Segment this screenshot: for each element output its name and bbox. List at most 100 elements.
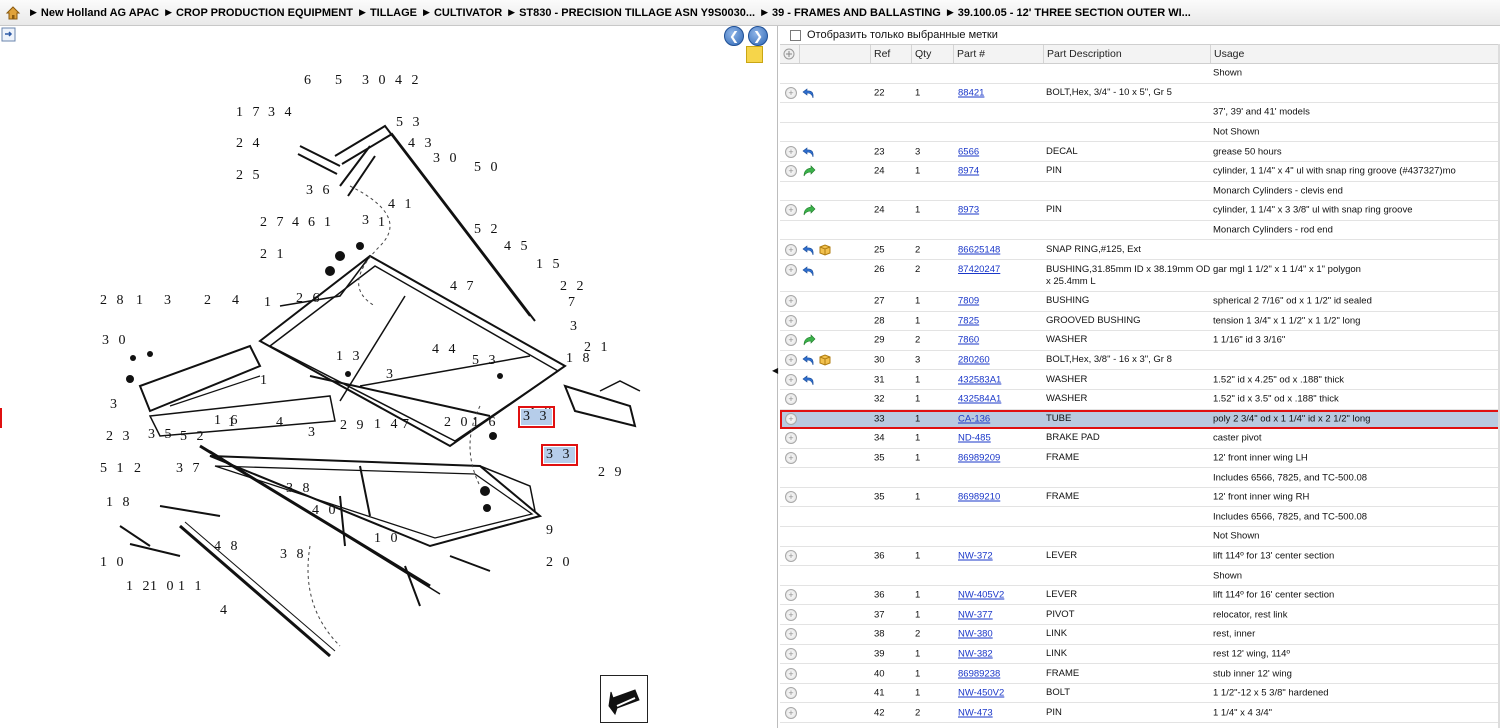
diagram-callout[interactable]: 1 <box>324 215 334 230</box>
add-to-cart-icon[interactable]: + <box>785 295 797 308</box>
diagram-callout[interactable]: 1 7 <box>236 105 263 120</box>
part-number-link[interactable]: 86989209 <box>958 452 1001 464</box>
add-to-cart-icon[interactable]: + <box>785 243 797 256</box>
diagram-callout-33[interactable]: 3 3 <box>541 444 578 466</box>
column-ref[interactable]: Ref <box>871 45 912 63</box>
diagram-callout[interactable]: 4 <box>232 293 242 308</box>
diagram-callout[interactable]: 1 8 <box>566 351 593 366</box>
diagram-callout[interactable]: 4 <box>292 215 302 230</box>
diagram-callout[interactable]: 1 8 <box>106 495 133 510</box>
diagram-callout[interactable]: 1 <box>136 293 146 308</box>
diagram-callout[interactable]: 3 <box>362 213 372 228</box>
add-to-cart-icon[interactable]: + <box>785 86 797 99</box>
splitter-handle[interactable]: ◀ <box>772 366 779 375</box>
table-row[interactable]: Shown <box>780 64 1500 84</box>
part-number-link[interactable]: 8974 <box>958 165 980 177</box>
diagram-callout[interactable]: 3 4 <box>268 105 295 120</box>
diagram-callout[interactable]: 4 5 <box>504 239 531 254</box>
breadcrumb-item[interactable]: ▶New Holland AG APAC <box>30 7 159 19</box>
part-number-link[interactable]: 86989238 <box>958 668 1001 680</box>
part-number-link[interactable]: 87420247 <box>958 263 1001 275</box>
diagram-callout[interactable]: 5 1 <box>100 461 127 476</box>
diagram-callout[interactable]: 6 <box>304 73 314 88</box>
part-number-link[interactable]: 7860 <box>958 334 980 346</box>
table-row[interactable]: Monarch Cylinders - clevis end <box>780 182 1500 202</box>
diagram-callout[interactable]: 2 7 <box>260 215 287 230</box>
diagram-callout[interactable]: 1 0 <box>150 579 177 594</box>
part-number-link[interactable]: NW-405V2 <box>958 589 1005 601</box>
undo-arrow-icon[interactable] <box>802 353 816 367</box>
diagram-callout[interactable]: 4 8 <box>214 539 241 554</box>
diagram-callout[interactable]: 1 5 <box>536 257 563 272</box>
add-to-cart-icon[interactable]: + <box>785 549 797 562</box>
part-number-link[interactable]: NW-450V2 <box>958 687 1005 699</box>
diagram-callout[interactable]: 3 <box>110 397 120 412</box>
part-number-link[interactable]: NW-380 <box>958 628 993 640</box>
add-to-cart-icon[interactable]: + <box>785 334 797 347</box>
add-to-cart-icon[interactable]: + <box>785 647 797 660</box>
undo-arrow-icon[interactable] <box>802 145 816 159</box>
diagram-callout[interactable]: 2 <box>134 461 144 476</box>
green-arrow-icon[interactable] <box>802 203 816 217</box>
home-icon[interactable] <box>2 2 24 24</box>
diagram-callout[interactable]: 1 <box>228 415 238 430</box>
diagram-callout[interactable]: 1 6 <box>214 413 241 428</box>
diagram-callout[interactable]: 2 4 <box>236 136 263 151</box>
diagram-callout[interactable]: 3 <box>308 425 318 440</box>
diagram-callout[interactable]: 2 5 <box>236 168 263 183</box>
diagram-callout[interactable]: 1 1 <box>178 579 205 594</box>
add-to-cart-icon[interactable]: + <box>785 373 797 386</box>
undo-arrow-icon[interactable] <box>802 264 816 278</box>
undo-arrow-icon[interactable] <box>802 373 816 387</box>
diagram-callout[interactable]: 3 7 <box>176 461 203 476</box>
diagram-callout[interactable]: 3 0 <box>362 73 389 88</box>
select-all-icon[interactable] <box>780 45 800 63</box>
diagram-callout[interactable]: 2 8 <box>100 293 127 308</box>
diagram-callout[interactable]: 3 <box>386 367 396 382</box>
part-number-link[interactable]: 432584A1 <box>958 393 1002 405</box>
add-to-cart-icon[interactable]: + <box>785 263 797 276</box>
table-row[interactable]: Not Shown <box>780 527 1500 547</box>
table-row[interactable]: 37', 39' and 41' models <box>780 103 1500 123</box>
diagram-callout[interactable]: 1 <box>264 295 274 310</box>
diagram-callout[interactable]: 5 <box>335 73 345 88</box>
diagram-callout[interactable]: 1 2 <box>126 579 153 594</box>
part-number-link[interactable]: NW-473 <box>958 707 993 719</box>
add-to-cart-icon[interactable]: + <box>785 687 797 700</box>
diagram-callout[interactable]: 8 <box>10 46 20 50</box>
add-to-cart-icon[interactable]: + <box>785 491 797 504</box>
diagram-callout[interactable]: 3 8 <box>286 481 313 496</box>
column-part-description[interactable]: Part Description <box>1044 45 1211 63</box>
add-to-cart-icon[interactable]: + <box>785 412 797 425</box>
export-icon[interactable] <box>1 27 17 43</box>
next-page-button[interactable]: ❯ <box>748 26 768 46</box>
diagram-callout[interactable]: 1 6 <box>472 415 499 430</box>
part-number-link[interactable]: 7809 <box>958 295 980 307</box>
diagram-callout[interactable]: 4 0 <box>312 503 339 518</box>
diagram-callout[interactable]: 4 <box>276 415 286 430</box>
add-to-cart-icon[interactable]: + <box>785 145 797 158</box>
diagram-callout-33[interactable]: 3 3 <box>518 406 555 428</box>
breadcrumb-item[interactable]: ▶CULTIVATOR <box>423 7 502 19</box>
table-row[interactable]: Includes 6566, 7825, and TC-500.08 <box>780 507 1500 528</box>
scrollbar[interactable] <box>1498 44 1500 728</box>
diagram-callout[interactable]: 1 0 <box>374 531 401 546</box>
part-number-link[interactable]: NW-377 <box>958 609 993 621</box>
diagram-callout[interactable]: 1 3 <box>336 349 363 364</box>
part-number-link[interactable]: ND-485 <box>958 432 991 444</box>
diagram-callout[interactable]: 4 1 <box>388 197 415 212</box>
table-row[interactable]: Not Shown <box>780 123 1500 143</box>
undo-arrow-icon[interactable] <box>802 86 816 100</box>
